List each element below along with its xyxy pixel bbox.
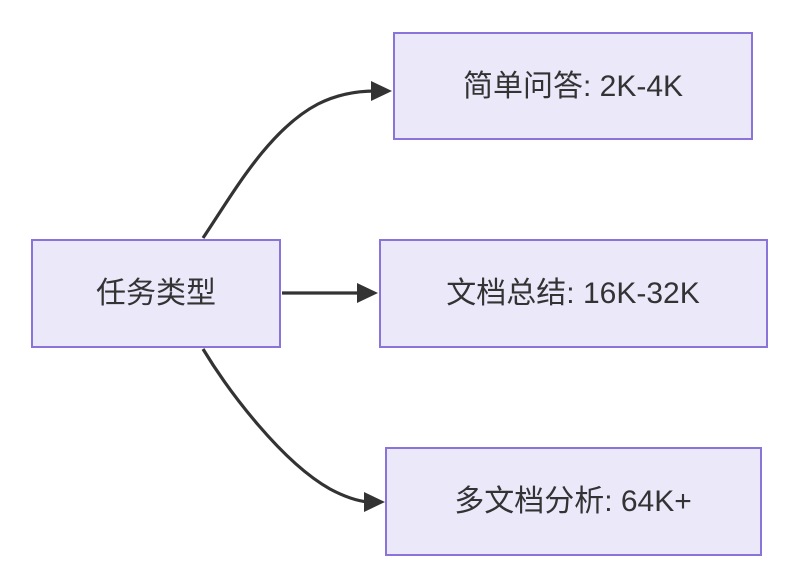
edge-to-simple-qa[interactable] (201, 81, 392, 239)
edge-to-multi-doc[interactable] (201, 348, 385, 512)
edge-to-simple-qa-arrowhead (371, 81, 392, 101)
node-layer: 任务类型 简单问答: 2K-4K 文档总结: 16K-32K 多文档分析: 64… (31, 32, 768, 556)
node-multi-doc[interactable]: 多文档分析: 64K+ (385, 447, 762, 556)
node-simple-qa[interactable]: 简单问答: 2K-4K (393, 32, 753, 140)
node-source[interactable]: 任务类型 (31, 239, 281, 348)
edge-layer (201, 81, 392, 512)
node-simple-qa-label: 简单问答: 2K-4K (463, 70, 683, 103)
edge-to-doc-summary[interactable] (282, 283, 378, 303)
node-doc-summary[interactable]: 文档总结: 16K-32K (379, 239, 768, 348)
edge-to-multi-doc-arrowhead (364, 492, 385, 512)
node-doc-summary-box (379, 239, 768, 348)
edge-to-multi-doc-path (201, 348, 369, 504)
node-doc-summary-label: 文档总结: 16K-32K (446, 277, 699, 310)
edge-to-simple-qa-path (201, 89, 376, 239)
edge-to-doc-summary-arrowhead (357, 283, 378, 303)
node-source-label: 任务类型 (96, 277, 216, 310)
node-multi-doc-label: 多文档分析: 64K+ (454, 485, 692, 518)
node-multi-doc-box (385, 447, 762, 556)
node-source-box (31, 239, 281, 348)
node-simple-qa-box (393, 32, 753, 140)
